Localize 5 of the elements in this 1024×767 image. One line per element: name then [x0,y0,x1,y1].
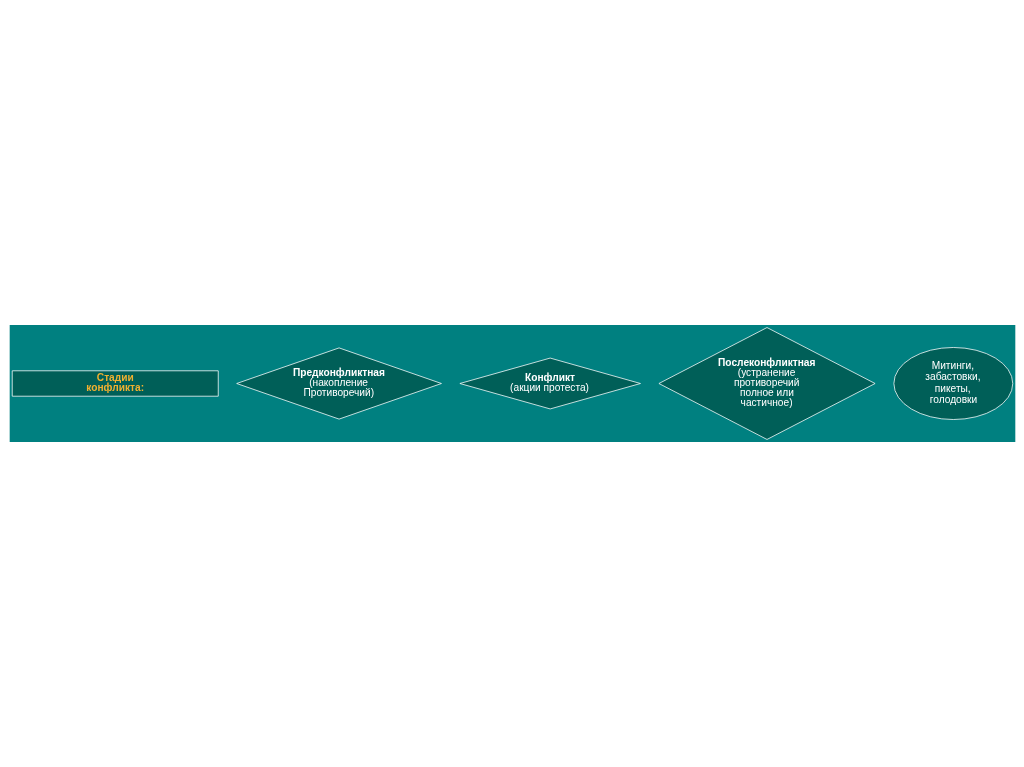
node-box: Стадии конфликта: [11,370,219,397]
node-diamond: Конфликт (акции протеста) [459,357,641,410]
node-diamond: Послеконфликтная (устранение противоречий полное или частичное) [658,327,875,440]
node-ellipse: Митинги, забастовки, пикеты, голодовки [893,347,1013,420]
node-diamond: Предконфликтная (накопление Противоречий) [235,347,442,420]
